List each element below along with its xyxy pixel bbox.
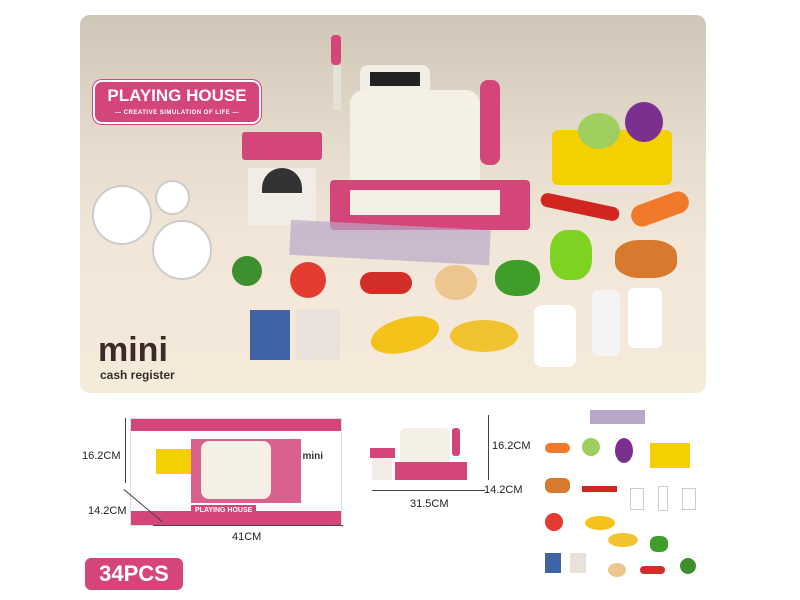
parts-layout: [540, 408, 710, 578]
toy-height: 16.2CM: [492, 440, 531, 452]
sausage: [360, 272, 412, 294]
piece-count-badge: 34PCS: [85, 558, 183, 590]
brand-logo: PLAYING HOUSE — CREATIVE SIMULATION OF L…: [93, 80, 261, 124]
pepper: [495, 260, 540, 296]
grapes: [625, 102, 663, 142]
jar: [534, 305, 576, 367]
box-width-line: [153, 525, 343, 526]
toy-width-line: [372, 490, 485, 491]
milk-bottle: [592, 290, 620, 356]
brand-title: PLAYING HOUSE: [107, 86, 247, 105]
product-subtitle: cash register: [100, 368, 175, 382]
package-box: PLAYING HOUSE mini: [130, 418, 342, 526]
cash-register: [330, 35, 530, 230]
toy-height-line: [488, 415, 489, 480]
fish: [450, 320, 518, 352]
box-width: 41CM: [232, 531, 262, 543]
box-height-line: [125, 418, 126, 483]
detergent: [628, 288, 662, 348]
cash-register-small: [370, 420, 470, 480]
croissant: [615, 240, 677, 278]
strawberry: [290, 262, 326, 298]
box-product-name: mini: [302, 451, 323, 462]
pastry-box: [250, 310, 290, 360]
food-box: [296, 310, 340, 360]
egg: [435, 265, 477, 300]
product-name: mini: [98, 331, 168, 369]
toy-width: 31.5CM: [410, 498, 449, 510]
box-depth: 14.2CM: [88, 505, 127, 517]
box-height: 16.2CM: [82, 450, 121, 462]
toy-depth: 14.2CM: [484, 484, 523, 496]
cabbage: [578, 113, 620, 149]
feature-detail-circles: [92, 180, 212, 280]
brand-tagline: — CREATIVE SIMULATION OF LIFE —: [115, 110, 239, 116]
scale: [242, 132, 322, 225]
box-brand: PLAYING HOUSE: [191, 505, 257, 516]
broccoli: [232, 256, 262, 286]
apple: [550, 230, 592, 280]
